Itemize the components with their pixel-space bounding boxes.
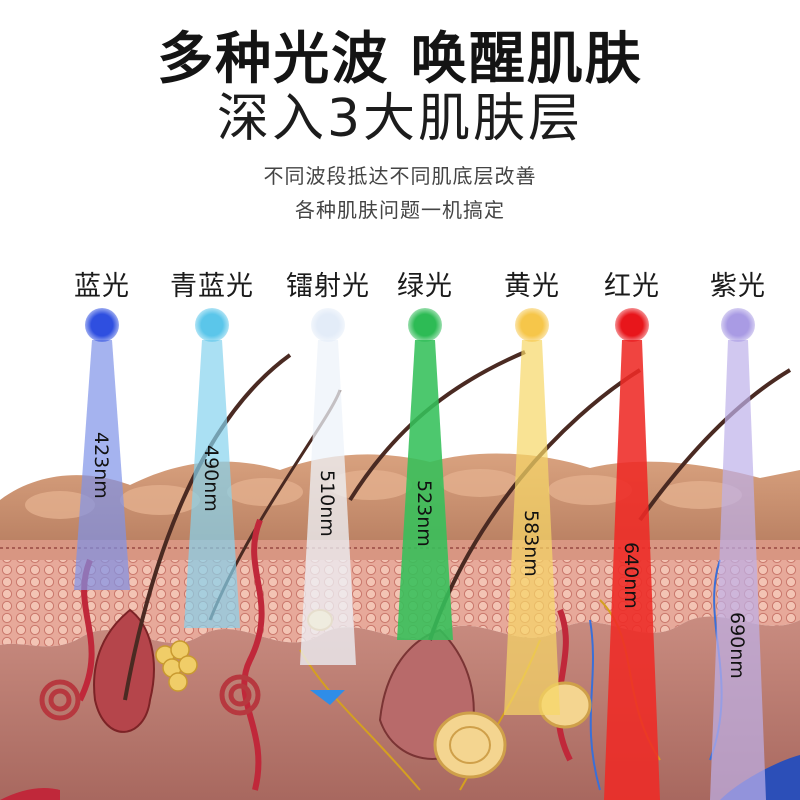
light-beam-3 [397,340,453,640]
wavelength-label-0: 423nm [90,432,112,499]
fat-cluster [155,640,198,692]
wavelength-label-5: 640nm [620,542,642,609]
main-title: 多种光波 唤醒肌肤 [157,27,643,92]
light-dot-6 [721,308,755,342]
light-beam-2 [300,340,356,665]
description-line-2: 各种肌肤问题一机搞定 [295,198,505,222]
light-label-4: 黄光 [504,271,560,302]
wavelength-label-2: 510nm [316,470,338,537]
light-dot-1 [195,308,229,342]
light-label-0: 蓝光 [74,271,130,302]
wavelength-label-6: 690nm [726,612,748,679]
light-label-2: 镭射光 [286,271,370,302]
light-dot-2 [311,308,345,342]
wavelength-label-1: 490nm [200,445,222,512]
sweat-glands [39,674,261,721]
light-beam-5 [604,340,660,800]
light-beams [74,340,766,800]
light-dot-5 [615,308,649,342]
light-label-1: 青蓝光 [170,271,254,302]
receptor-shape [310,690,345,705]
light-dot-4 [515,308,549,342]
surface-bumps [25,469,742,519]
wavelength-label-3: 523nm [413,480,435,547]
wavelength-label-4: 583nm [520,510,542,577]
light-label-6: 紫光 [710,271,766,302]
light-beam-6 [710,340,766,800]
sub-title: 深入3大肌肤层 [216,89,584,149]
light-beam-0 [74,340,130,590]
light-beam-1 [184,340,240,628]
light-label-3: 绿光 [397,271,453,302]
light-dot-3 [408,308,442,342]
light-label-5: 红光 [604,271,660,302]
light-dot-0 [85,308,119,342]
description-line-1: 不同波段抵达不同肌底层改善 [263,164,537,188]
light-beam-4 [504,340,560,715]
